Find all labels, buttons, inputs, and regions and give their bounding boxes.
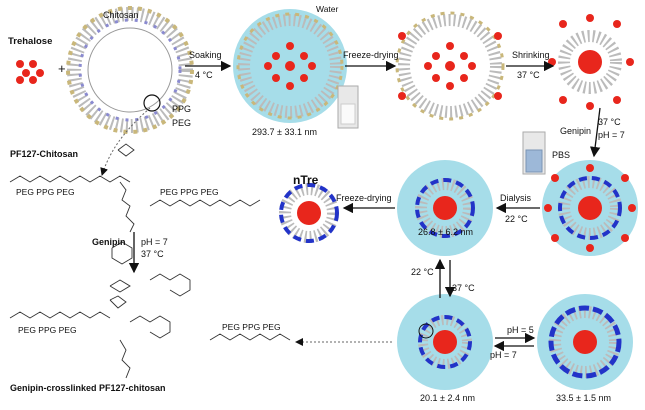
pbs-vial-icon: [522, 131, 546, 175]
swollen-micelle: [537, 294, 633, 390]
ph7-bottom-label: pH = 7: [490, 350, 517, 360]
soaking-label: Soaking: [189, 50, 222, 60]
freeze-dried-vesicle: [395, 11, 505, 121]
genipin-micelle: [542, 160, 638, 256]
polymer-structures: [9, 143, 291, 379]
water-label: Water: [316, 4, 339, 14]
peg-ppg-peg-left: PEG PPG PEG: [16, 187, 75, 197]
shrunk-micelle: [548, 14, 634, 110]
freeze-drying-label-1: Freeze-drying: [343, 50, 399, 60]
ppg-label: PPG: [172, 104, 192, 114]
peg-ppg-peg-bottom-left: PEG PPG PEG: [18, 325, 77, 335]
reversible-22-label: 22 °C: [411, 267, 434, 277]
ph7-left-label: pH = 7: [141, 237, 168, 247]
ntre-label: nTre: [293, 173, 319, 187]
ph7-right-label: pH = 7: [598, 130, 625, 140]
vial-icon: [337, 85, 359, 129]
size-label-3: 20.1 ± 2.4 nm: [420, 393, 475, 403]
temp-37-right-label: 37 °C: [598, 117, 621, 127]
reversible-37-label: 37 °C: [452, 283, 475, 293]
collapsed-micelle: [397, 294, 493, 390]
trehalose-crystals: [16, 60, 44, 84]
dotted-links: [100, 107, 392, 346]
process-arrows: [128, 60, 601, 352]
size-label-4: 33.5 ± 1.5 nm: [556, 393, 611, 403]
plus-sign: +: [58, 61, 66, 76]
size-label-2: 26.8 ± 6.2 nm: [418, 227, 473, 237]
chitosan-label: Chitosan: [103, 10, 139, 20]
pf127-chitosan-label: PF127-Chitosan: [10, 149, 79, 159]
dialyzed-micelle: [397, 160, 493, 256]
crosslinked-label: Genipin-crosslinked PF127-chitosan: [10, 383, 166, 393]
soaked-vesicle: [233, 9, 347, 123]
pbs-label: PBS: [552, 150, 571, 160]
genipin-left-label: Genipin: [92, 237, 126, 247]
peg-ppg-peg-bottom-right: PEG PPG PEG: [222, 322, 281, 332]
shrinking-label: Shrinking: [512, 50, 550, 60]
freeze-drying-label-2: Freeze-drying: [336, 193, 392, 203]
empty-vesicle: [66, 6, 194, 134]
dialysis-label: Dialysis: [500, 193, 532, 203]
peg-ppg-peg-right: PEG PPG PEG: [160, 187, 219, 197]
dialysis-temp-label: 22 °C: [505, 214, 528, 224]
temp-37-left-label: 37 °C: [141, 249, 164, 259]
ph5-label: pH = 5: [507, 325, 534, 335]
genipin-right-label: Genipin: [560, 126, 592, 136]
shrinking-temp-label: 37 °C: [517, 70, 540, 80]
soaking-temp-label: 4 °C: [195, 70, 213, 80]
ntre-micelle: [279, 183, 339, 243]
size-label-1: 293.7 ± 33.1 nm: [252, 127, 317, 137]
trehalose-label: Trehalose: [8, 36, 53, 47]
peg-label: PEG: [172, 118, 192, 128]
